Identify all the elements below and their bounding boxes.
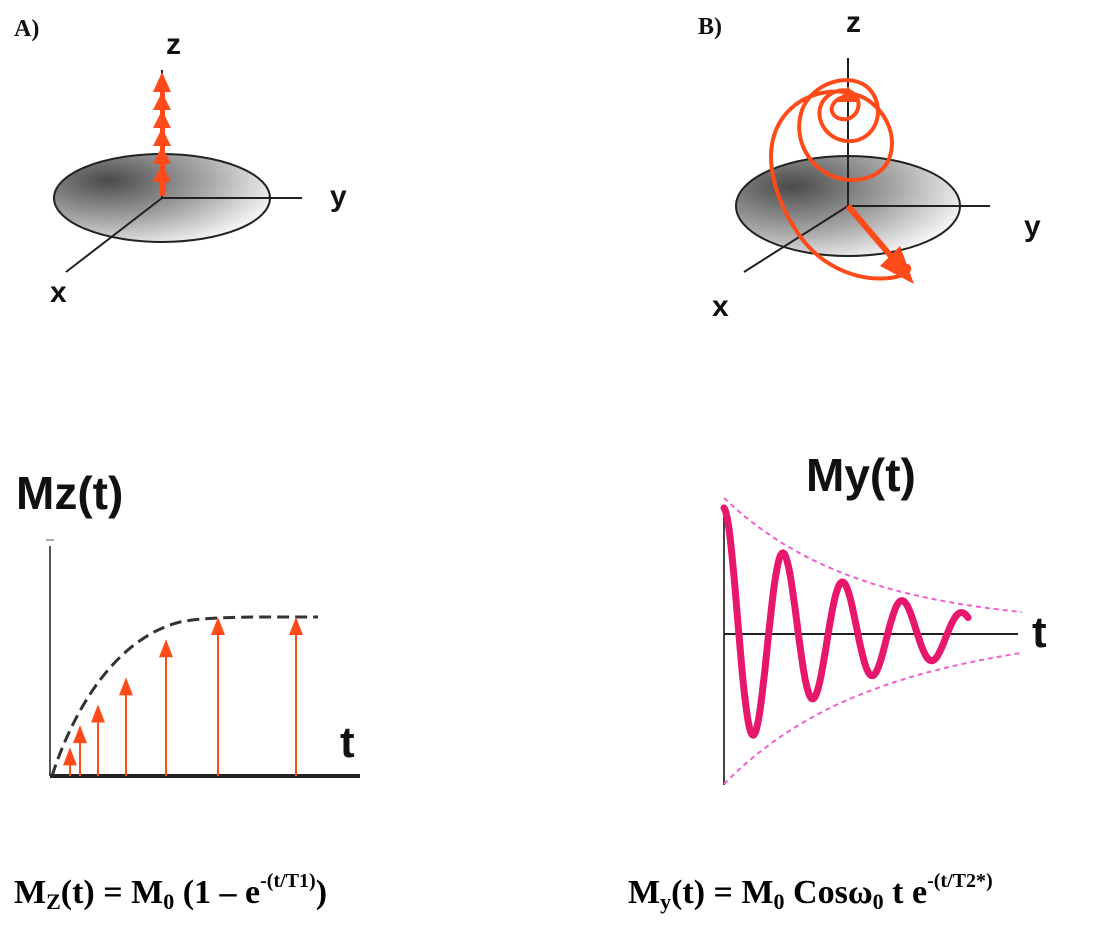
eq-my-exponent: -(t/T2*) <box>927 870 993 892</box>
eq-mz-sub: Z <box>46 889 61 914</box>
eq-mz-exponent: -(t/T1) <box>260 870 316 892</box>
mz-graph-t-label: t <box>340 718 355 767</box>
mz-arrow-head <box>289 617 303 635</box>
my-graph <box>720 497 1022 785</box>
eq-my-after: t e <box>883 874 928 911</box>
equation-mz: MZ(t) = M0 (1 – e-(t/T1)) <box>14 870 327 915</box>
panel-a-diagram <box>53 70 302 273</box>
mz-arrow-head <box>211 617 225 635</box>
eq-mz-lhs-rest: (t) = M <box>60 874 164 911</box>
my-envelope-upper <box>723 497 1022 614</box>
panel-a-y-label: y <box>330 180 347 213</box>
eq-my-m: M <box>628 874 661 911</box>
mz-recovery-curve <box>50 615 319 777</box>
panel-b-x-axis <box>743 205 849 273</box>
eq-mz-m: M <box>14 874 47 911</box>
mz-arrow-head <box>159 639 173 658</box>
panel-b-y-label: y <box>1024 210 1041 243</box>
mz-graph <box>46 539 360 778</box>
eq-my-m0-sub: 0 <box>773 889 785 914</box>
my-graph-t-label: t <box>1032 608 1047 657</box>
my-graph-title: My(t) <box>806 449 916 501</box>
panel-b-vector <box>845 204 899 264</box>
mz-arrow-head <box>73 725 87 744</box>
panel-a-z-label: z <box>166 28 181 61</box>
my-decay-curve <box>720 504 972 739</box>
mz-arrow-head <box>63 747 77 766</box>
eq-my-lhs-rest: (t) = M <box>671 874 774 911</box>
panel-a-x-label: x <box>50 276 67 309</box>
eq-my-sub: y <box>660 889 672 914</box>
eq-my-middle: Cosω <box>784 874 873 911</box>
eq-mz-m0-sub: 0 <box>163 889 175 914</box>
mz-graph-title: Mz(t) <box>16 467 124 519</box>
panel-a-x-axis <box>65 197 163 273</box>
mz-arrow-head <box>91 704 105 723</box>
eq-mz-middle: (1 – e <box>174 874 261 911</box>
panel-a-magnetization-arrows <box>153 72 171 196</box>
panel-b-letter: B) <box>698 14 722 40</box>
panel-b-diagram <box>735 58 990 284</box>
mz-arrow-head <box>119 677 133 696</box>
mz-arrow-group <box>63 617 303 776</box>
eq-mz-close: ) <box>315 874 328 911</box>
panel-b-x-label: x <box>712 290 729 323</box>
eq-my-w0-sub: 0 <box>872 889 884 914</box>
panel-b-z-label: z <box>846 6 861 39</box>
panel-b-top-arrowhead <box>838 86 858 102</box>
panel-a-letter: A) <box>14 16 40 42</box>
panel-b-vector-head <box>880 246 914 284</box>
equation-my: My(t) = M0 Cosω0 t e-(t/T2*) <box>628 870 993 915</box>
my-envelope-lower <box>723 651 1022 785</box>
panel-b-spiral-path <box>769 78 912 281</box>
